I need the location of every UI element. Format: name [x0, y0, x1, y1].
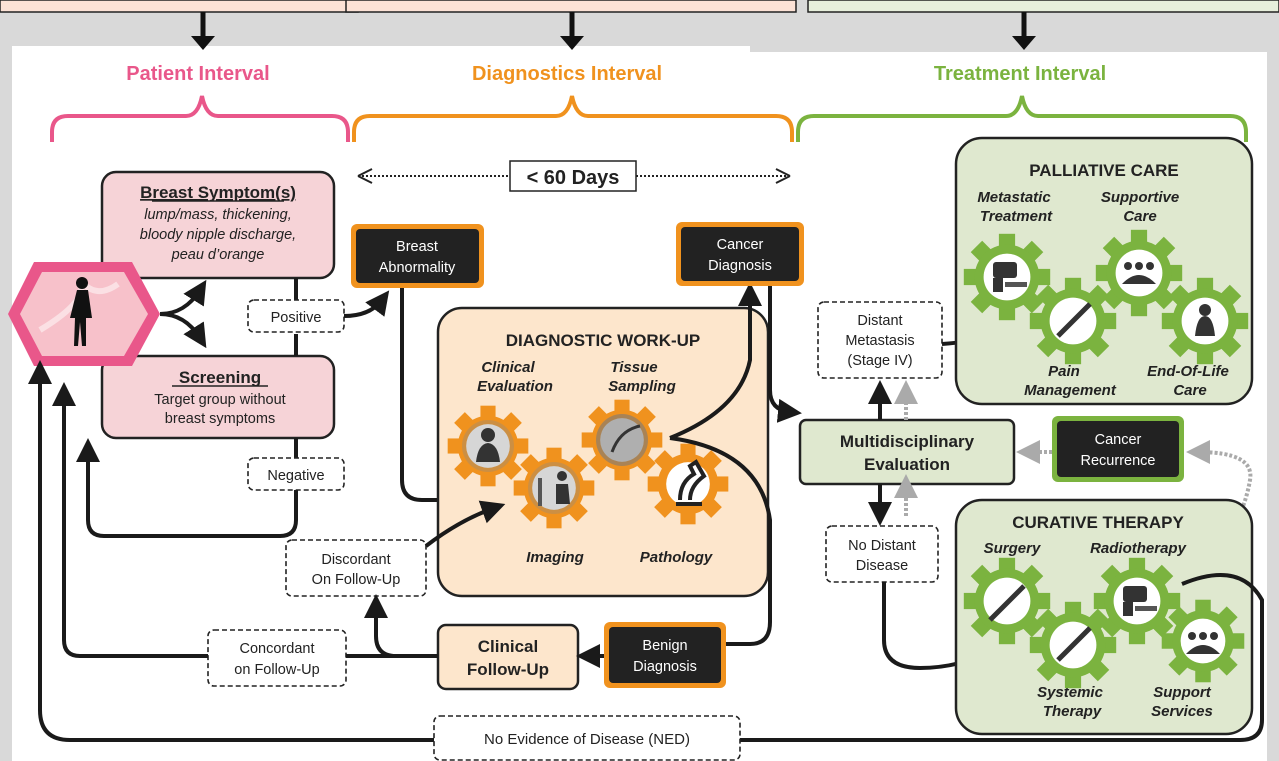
pathology-label: Pathology: [640, 549, 713, 566]
screening-title: Screening: [179, 368, 261, 387]
pain-management-gear-icon: [1029, 277, 1117, 365]
distant-metastasis-line1: Distant: [857, 313, 902, 329]
tissue-sampling-line1: Tissue: [610, 359, 657, 376]
ned-box: [433, 715, 741, 761]
pathology-gear-icon: [647, 443, 729, 525]
curative-therapy-title: CURATIVE THERAPY: [1012, 513, 1184, 532]
benign-diagnosis-line1: Benign: [642, 638, 687, 654]
supportive-care-line1: Supportive: [1101, 189, 1179, 206]
positive-box: [247, 299, 345, 333]
treatment-brace: [796, 95, 1248, 142]
metastatic-treatment-gear-icon: [963, 233, 1051, 321]
timeline: < 60 Days: [357, 160, 791, 192]
support-services-line2: Services: [1151, 703, 1213, 720]
clinical-followup-line2: Follow-Up: [467, 660, 549, 679]
breast-abnormality-box: Breast Abnormality: [351, 224, 484, 288]
distant-metastasis-box: [817, 301, 943, 379]
breast-abnormality-line1: Breast: [396, 239, 438, 255]
pain-management-line2: Management: [1024, 382, 1117, 399]
screening-line1: Target group without: [154, 392, 285, 408]
positive-label: Positive: [271, 310, 322, 326]
tissue-sampling-line2: Sampling: [608, 378, 676, 395]
end-of-life-line2: Care: [1173, 382, 1206, 399]
concordant-line1: Concordant: [240, 641, 315, 657]
clinical-evaluation-line1: Clinical: [481, 359, 535, 376]
diagnostic-workup-box: DIAGNOSTIC WORK-UP Clinical Evaluation T…: [436, 306, 770, 598]
cancer-recurrence-line2: Recurrence: [1081, 453, 1156, 469]
breast-symptoms-line3: peau d’orange: [171, 247, 265, 263]
clinical-evaluation-line2: Evaluation: [477, 378, 553, 395]
cancer-diagnosis-box: Cancer Diagnosis: [676, 222, 804, 286]
breast-symptoms-line1: lump/mass, thickening,: [144, 207, 291, 223]
palliative-care-title: PALLIATIVE CARE: [1029, 161, 1179, 180]
systemic-therapy-gear-icon: [1029, 601, 1117, 689]
discordant-box: [285, 539, 427, 597]
clinical-followup-box: Clinical Follow-Up: [436, 623, 580, 691]
imaging-label: Imaging: [526, 549, 584, 566]
surgery-label: Surgery: [984, 540, 1041, 557]
multidisciplinary-line2: Evaluation: [864, 455, 950, 474]
end-of-life-care-gear-icon: [1161, 277, 1249, 365]
patient-interval-label: Patient Interval: [126, 63, 269, 85]
cancer-diagnosis-line1: Cancer: [717, 237, 764, 253]
timeline-label: < 60 Days: [527, 167, 620, 189]
ned-label: No Evidence of Disease (NED): [484, 731, 690, 748]
metastatic-treatment-line2: Treatment: [980, 208, 1053, 225]
radiotherapy-label: Radiotherapy: [1090, 540, 1187, 557]
no-distant-line2: Disease: [856, 558, 908, 574]
support-services-gear-icon: [1161, 599, 1245, 683]
concordant-line2: on Follow-Up: [234, 662, 319, 678]
treatment-interval-label: Treatment Interval: [934, 63, 1106, 85]
clinical-evaluation-gear-icon: [447, 405, 529, 487]
pain-management-line1: Pain: [1048, 363, 1080, 380]
supportive-care-line2: Care: [1123, 208, 1156, 225]
palliative-care-box: PALLIATIVE CARE Metastatic Treatment Sup…: [954, 136, 1254, 406]
cancer-diagnosis-line2: Diagnosis: [708, 258, 772, 274]
systemic-therapy-line1: Systemic: [1037, 684, 1104, 701]
no-distant-line1: No Distant: [848, 538, 916, 554]
radiotherapy-gear-icon: [1093, 557, 1181, 645]
patient-brace: [50, 95, 350, 142]
tissue-sampling-gear-icon: [581, 399, 663, 481]
benign-diagnosis-box: Benign Diagnosis: [604, 622, 726, 688]
end-of-life-line1: End-Of-Life: [1147, 363, 1229, 380]
cancer-recurrence-line1: Cancer: [1095, 432, 1142, 448]
patient-hexagon: [8, 262, 160, 366]
breast-abnormality-line2: Abnormality: [379, 260, 456, 276]
multidisciplinary-evaluation-box: Multidisciplinary Evaluation: [798, 418, 1016, 486]
support-services-line1: Support: [1153, 684, 1211, 701]
discordant-line2: On Follow-Up: [312, 572, 401, 588]
breast-symptoms-line2: bloody nipple discharge,: [140, 227, 296, 243]
clinical-followup-line1: Clinical: [478, 637, 538, 656]
distant-metastasis-line2: Metastasis: [845, 333, 914, 349]
screening-box: Screening Target group without breast sy…: [100, 354, 336, 440]
diagnostic-workup-title: DIAGNOSTIC WORK-UP: [506, 331, 701, 350]
woman-walking-icon: [70, 277, 92, 346]
metastatic-treatment-line1: Metastatic: [977, 189, 1051, 206]
multidisciplinary-line1: Multidisciplinary: [840, 432, 975, 451]
cancer-recurrence-box: Cancer Recurrence: [1052, 416, 1184, 482]
discordant-line1: Discordant: [321, 552, 390, 568]
diagnostics-brace: [352, 95, 794, 142]
supportive-care-gear-icon: [1095, 229, 1183, 317]
breast-symptoms-title: Breast Symptom(s): [140, 183, 296, 202]
systemic-therapy-line2: Therapy: [1043, 703, 1102, 720]
distant-metastasis-line3: (Stage IV): [847, 353, 912, 369]
breast-symptoms-box: Breast Symptom(s) lump/mass, thickening,…: [100, 170, 336, 280]
diagnostics-interval-label: Diagnostics Interval: [472, 63, 662, 85]
surgery-gear-icon: [963, 557, 1051, 645]
screening-line2: breast symptoms: [165, 411, 275, 427]
curative-therapy-box: CURATIVE THERAPY Surgery Radiotherapy Sy…: [954, 498, 1254, 736]
negative-label: Negative: [267, 468, 324, 484]
benign-diagnosis-line2: Diagnosis: [633, 659, 697, 675]
imaging-gear-icon: [513, 447, 595, 529]
